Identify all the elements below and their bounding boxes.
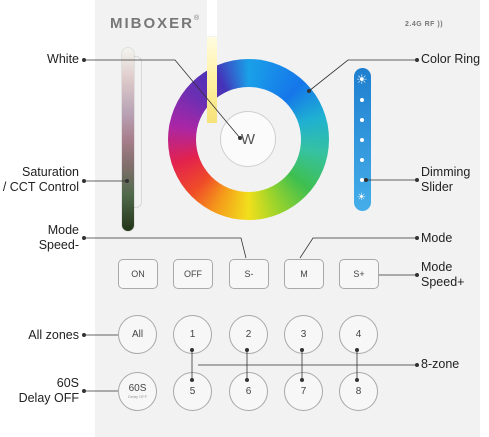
off-button-label: OFF bbox=[184, 269, 202, 279]
zone-8-label: 8 bbox=[355, 386, 362, 397]
callout-dot bbox=[300, 348, 304, 352]
brand-name: MIBOXER bbox=[110, 15, 195, 32]
zone-7-label: 7 bbox=[300, 386, 307, 397]
label-color-ring: Color Ring bbox=[421, 52, 481, 66]
zone-7-button[interactable]: 7 bbox=[284, 372, 323, 411]
slider-dot bbox=[360, 118, 364, 122]
label-8-zone: 8-zone bbox=[421, 357, 460, 371]
callout-dot bbox=[415, 236, 419, 240]
slider-dot bbox=[360, 98, 364, 102]
callout-dot bbox=[82, 333, 86, 337]
mode-button[interactable]: M bbox=[284, 259, 324, 289]
zone-6-label: 6 bbox=[245, 386, 252, 397]
brightness-high-icon: ☀ bbox=[356, 72, 368, 87]
zone-1-button[interactable]: 1 bbox=[173, 315, 212, 354]
zone-5-label: 5 bbox=[189, 386, 196, 397]
zone-4-button[interactable]: 4 bbox=[339, 315, 378, 354]
white-button[interactable]: W bbox=[220, 111, 276, 167]
callout-mode-speed-down bbox=[84, 237, 247, 259]
callout-dot bbox=[415, 363, 419, 367]
callout-dot bbox=[190, 348, 194, 352]
slider-dot bbox=[360, 138, 364, 142]
all-zones-button[interactable]: All bbox=[118, 315, 157, 354]
brand-registered-mark: ® bbox=[194, 15, 202, 22]
speed-down-label: S- bbox=[244, 269, 254, 279]
off-button[interactable]: OFF bbox=[173, 259, 213, 289]
speed-up-label: S+ bbox=[353, 269, 365, 279]
signal-icon: )) bbox=[437, 21, 444, 28]
brand-logo: MIBOXER® bbox=[110, 15, 201, 32]
zone-8-button[interactable]: 8 bbox=[339, 372, 378, 411]
callout-dot bbox=[125, 179, 129, 183]
label-white: White bbox=[47, 52, 79, 66]
speed-down-button[interactable]: S- bbox=[229, 259, 269, 289]
callout-dot bbox=[415, 178, 419, 182]
callout-dot bbox=[307, 89, 311, 93]
callout-dot bbox=[355, 348, 359, 352]
zone-2-label: 2 bbox=[245, 329, 252, 340]
dimming-slider[interactable]: ☀ ☀ bbox=[354, 68, 371, 211]
mode-button-label: M bbox=[300, 269, 308, 279]
callout-dot bbox=[238, 136, 242, 140]
on-button-label: ON bbox=[131, 269, 145, 279]
callout-mode bbox=[299, 237, 417, 259]
callout-dot bbox=[245, 348, 249, 352]
speed-up-button[interactable]: S+ bbox=[339, 259, 379, 289]
white-button-label: W bbox=[240, 130, 256, 148]
zone-3-label: 3 bbox=[300, 329, 307, 340]
label-mode: Mode bbox=[421, 231, 453, 245]
callout-dot bbox=[355, 378, 359, 382]
rf-label: 2.4G RF bbox=[405, 21, 435, 28]
zone-3-button[interactable]: 3 bbox=[284, 315, 323, 354]
label-saturation: Saturation/ CCT Control bbox=[2, 165, 79, 194]
callout-dot bbox=[82, 58, 86, 62]
white-touch-strip[interactable] bbox=[207, 37, 217, 123]
slider-dot bbox=[360, 178, 364, 182]
saturation-slider[interactable] bbox=[122, 48, 134, 231]
callout-dot bbox=[82, 179, 86, 183]
zone-4-label: 4 bbox=[355, 329, 362, 340]
callout-dot bbox=[82, 389, 86, 393]
all-zones-label: All bbox=[131, 329, 144, 340]
zone-2-button[interactable]: 2 bbox=[229, 315, 268, 354]
saturation-track-outline bbox=[131, 56, 142, 208]
callout-white bbox=[84, 59, 241, 139]
zone-6-button[interactable]: 6 bbox=[229, 372, 268, 411]
delay-off-button[interactable]: 60S Delay OFF bbox=[118, 372, 157, 411]
callout-dot bbox=[82, 236, 86, 240]
label-all-zones: All zones bbox=[28, 328, 79, 342]
callout-dot bbox=[415, 273, 419, 277]
callout-dot bbox=[190, 378, 194, 382]
on-button[interactable]: ON bbox=[118, 259, 158, 289]
callout-dot bbox=[364, 178, 368, 182]
callout-dot bbox=[415, 58, 419, 62]
zone-1-label: 1 bbox=[189, 329, 196, 340]
slider-dot bbox=[360, 158, 364, 162]
panel-gap bbox=[207, 0, 217, 36]
callout-color-ring bbox=[308, 59, 417, 92]
brightness-low-icon: ☀ bbox=[357, 192, 366, 203]
callout-dot bbox=[245, 378, 249, 382]
delay-button-label: 60S bbox=[128, 383, 147, 394]
rf-badge: 2.4G RF )) bbox=[405, 21, 443, 28]
delay-button-sublabel: Delay OFF bbox=[127, 394, 148, 399]
callout-dot bbox=[300, 378, 304, 382]
